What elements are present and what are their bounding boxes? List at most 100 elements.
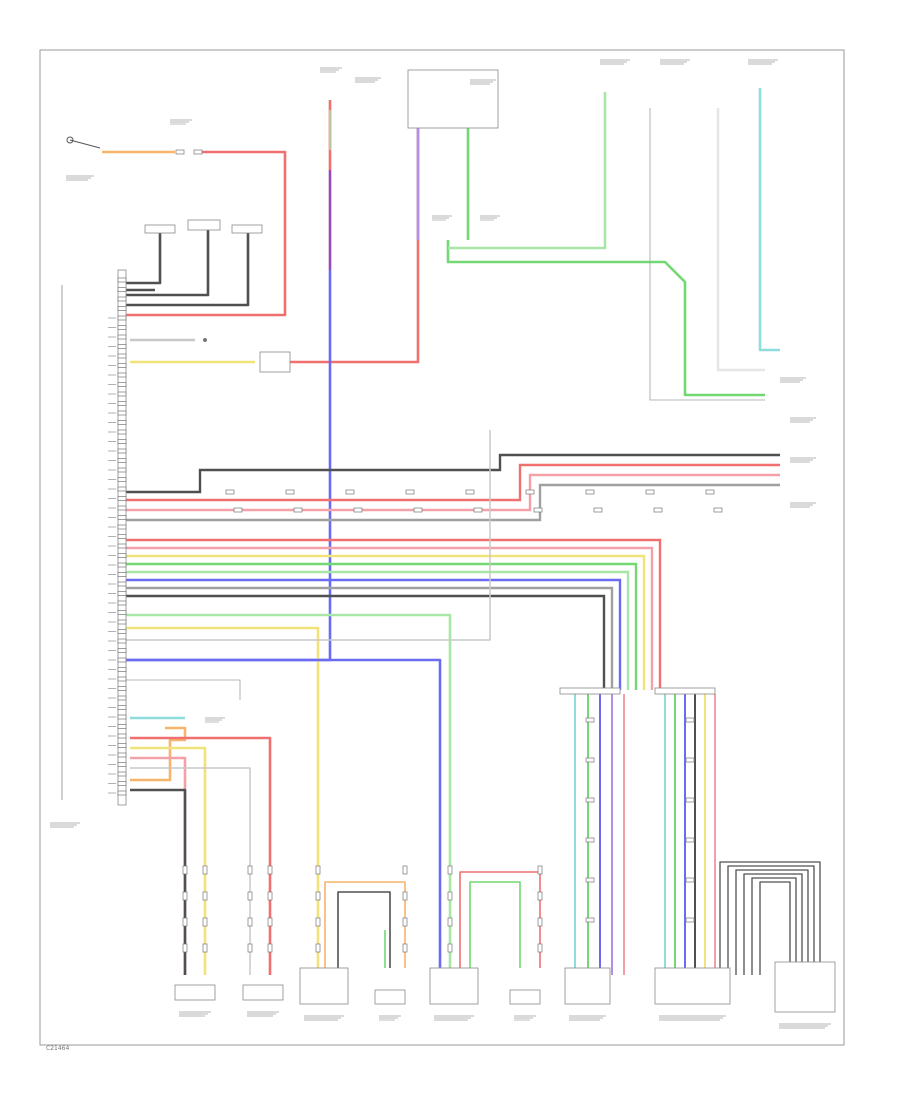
module-pin: [117, 686, 127, 691]
drop-connector: [447, 891, 453, 901]
module-pin: [117, 391, 127, 397]
connector-pin: [225, 489, 235, 495]
drop-connector: [402, 917, 408, 927]
connector-pin: [175, 149, 185, 155]
component-left-front-door-speaker: [174, 984, 216, 1001]
module-pin: [117, 524, 127, 530]
module-pin: [117, 676, 127, 682]
module-pin: [117, 410, 127, 416]
module-pin: [117, 600, 127, 606]
drop-connector: [315, 865, 321, 875]
module-pin: [117, 648, 127, 653]
module-pin: [117, 382, 127, 387]
component-right-front-door-speaker: [242, 984, 284, 1001]
module-pin: [117, 420, 127, 425]
drop-connector: [402, 891, 408, 901]
drop-connector: [267, 891, 273, 901]
wire-lightgreen: [125, 613, 452, 975]
module-pin: [117, 296, 127, 302]
component-layer: [61, 69, 836, 1013]
module-pin: [117, 619, 127, 625]
wire-yellow: [125, 626, 320, 975]
wire-black: [759, 881, 791, 975]
wire-long-pink: [125, 546, 654, 690]
wire-black: [743, 873, 803, 975]
drop-connector: [315, 917, 321, 927]
connector-pin: [713, 507, 723, 513]
module-pin: [117, 695, 127, 701]
drop-connector: [447, 865, 453, 875]
drop-connector: [247, 917, 253, 927]
drop-connector: [267, 943, 273, 953]
module-pin: [117, 572, 127, 577]
module-pin: [117, 743, 127, 748]
wire-long-green: [125, 562, 638, 690]
module-pin: [117, 657, 127, 663]
drop-connector: [202, 943, 208, 953]
module-pin: [117, 724, 127, 729]
drop-connector: [402, 943, 408, 953]
drop-connector: [402, 865, 408, 875]
drop-connector: [447, 917, 453, 927]
module-pin: [117, 562, 127, 568]
harness-split-a: [559, 687, 621, 695]
connector-pin: [465, 489, 475, 495]
drop-connector: [247, 943, 253, 953]
drop-connector: [182, 943, 188, 953]
drop-connector: [537, 917, 543, 927]
wire-black: [735, 869, 809, 975]
drop-connector: [202, 865, 208, 875]
connector-pin: [193, 149, 203, 155]
connector-pin: [685, 717, 695, 723]
block-b: [187, 219, 221, 231]
connector-pin: [293, 507, 303, 513]
connector-pin: [705, 489, 715, 495]
relay-box: [259, 351, 291, 373]
drop-connector: [247, 865, 253, 875]
module-pin: [117, 353, 127, 359]
wire-lightgray: [125, 430, 491, 641]
wire-long-yellow: [125, 554, 646, 690]
drop-connector: [267, 917, 273, 927]
module-pin: [117, 315, 127, 321]
module-pin: [117, 762, 127, 767]
connector-pin: [405, 489, 415, 495]
component-right-front-tweeter: [429, 967, 479, 1005]
splice-dot: [203, 338, 207, 342]
block-c: [231, 224, 263, 234]
module-pin: [117, 790, 127, 796]
harness-split-b: [654, 687, 716, 695]
module-pin: [117, 363, 127, 368]
module-pin: [117, 496, 127, 501]
drop-connector: [315, 943, 321, 953]
wire-black: [751, 877, 797, 975]
wire-lightgray: [130, 767, 251, 975]
connector-pin: [473, 507, 483, 513]
module-pin: [117, 401, 127, 406]
drop-connector: [182, 891, 188, 901]
wire-black: [727, 865, 815, 975]
drop-connector: [267, 865, 273, 875]
module-pin: [117, 591, 127, 596]
module-pin: [117, 486, 127, 492]
wire-orange: [130, 726, 187, 782]
connector-pin: [413, 507, 423, 513]
label-layer: [50, 59, 831, 1029]
wire-thin: [649, 108, 765, 401]
module-pin: [117, 334, 127, 340]
module-pin: [117, 733, 127, 739]
wire-bus-gray: [125, 483, 780, 522]
module-pin: [117, 325, 127, 330]
connector-pin: [585, 717, 595, 723]
module-pin: [117, 610, 127, 615]
module-pin: [117, 638, 127, 644]
connector-pin: [233, 507, 243, 513]
wire-cyan: [758, 88, 780, 352]
module-pin: [117, 458, 127, 463]
wire-long-black: [125, 594, 606, 690]
module-pin: [117, 581, 127, 587]
component-left-rear-speaker: [374, 989, 406, 1005]
wire-lightgreen: [448, 92, 607, 250]
module-pin: [117, 781, 127, 786]
